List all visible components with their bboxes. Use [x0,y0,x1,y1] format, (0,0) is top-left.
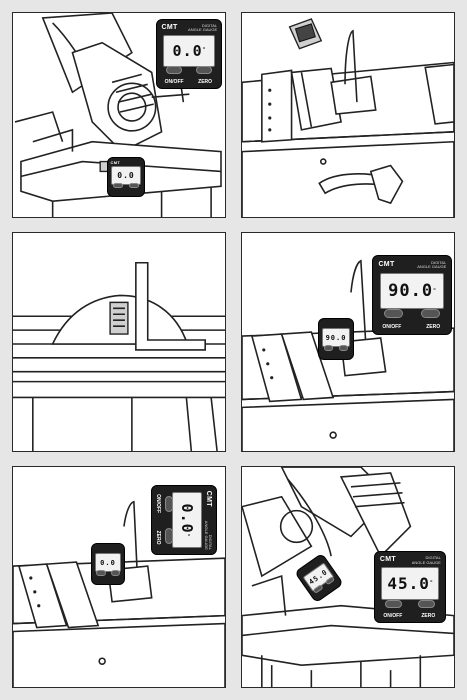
gauge-reading: 0.0 [172,41,203,60]
gauge-lcd: 0.0° [171,492,202,548]
gauge-brand: CMT [161,24,178,32]
gauge-brand: CMT [378,260,395,268]
gauge-lcd: 0.0 [94,552,122,573]
on-off-label: ON/OFF [164,78,184,85]
gauge-brand: CMT [110,160,121,166]
gauge-lcd: 90.0° [380,273,444,310]
on-off-button [165,66,183,75]
zero-button [338,345,349,351]
zero-label: ZERO [198,78,213,85]
zero-button [417,599,436,608]
gauge-reading: 0.0 [100,558,116,567]
gauge-lcd: 45.0° [381,567,439,601]
zero-button [110,570,120,576]
on-off-label: ON/OFF [383,612,403,619]
zero-button [195,66,213,75]
on-off-button [383,309,404,319]
table-saw-illustration [242,18,454,217]
angle-gauge-blade: 0.0 [91,543,125,585]
on-off-button [384,599,403,608]
gauge-lcd: 0.0 [111,166,141,186]
zero-button [164,527,173,545]
gauge-reading: 90.0 [388,281,434,302]
gauge-lcd: 0.0° [162,34,216,67]
gauge-brand: CMT [379,556,396,564]
zero-button [420,309,441,319]
gauge-reading: 0.0 [117,171,135,181]
on-off-button [96,570,106,576]
angle-gauge-table: CMT 0.0 [107,157,145,197]
zero-label: ZERO [426,324,441,331]
on-off-button [164,495,173,513]
on-off-button [113,183,123,189]
on-off-button [323,345,334,351]
gauge-reading: 90.0 [325,333,347,342]
gauge-lcd: 90.0 [322,327,350,348]
angle-gauge-blade: 90.0 [318,318,354,360]
on-off-label: ON/OFF [382,324,402,331]
blade-square-illustration [13,261,225,451]
zero-label: ZERO [155,530,162,545]
gauge-reading: 45.0 [387,574,430,594]
panel-3-blade-square [12,232,226,452]
gauge-brand: CMT [205,490,213,507]
on-off-label: ON/OFF [155,494,162,514]
zero-button [129,183,139,189]
table-saw-0-illustration [13,500,225,687]
gauge-reading: 0.0 [177,503,196,534]
panel-2-table-saw [241,12,455,218]
zero-label: ZERO [421,612,436,619]
